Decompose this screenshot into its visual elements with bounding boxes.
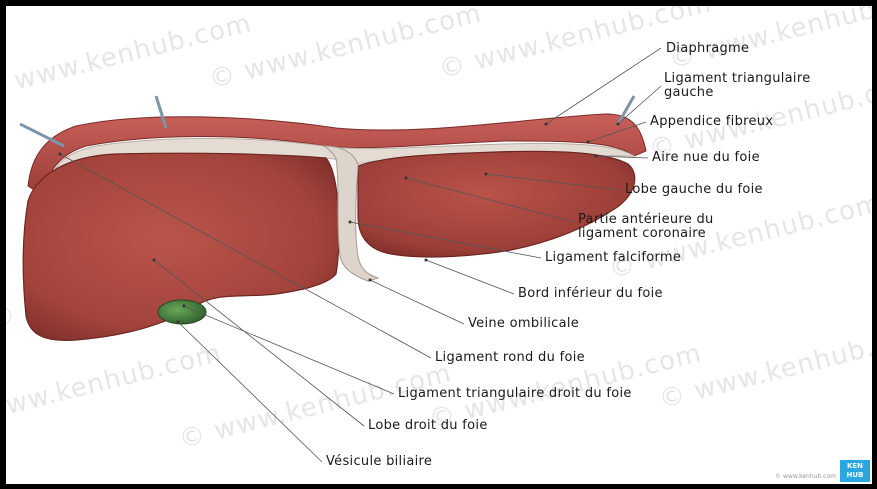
copyright-credit: © www.kenhub.com — [775, 473, 836, 480]
label-lobe-droit: Lobe droit du foie — [368, 419, 488, 433]
label-ligament-triangulaire-gauche: Ligament triangulaire gauche — [664, 72, 811, 100]
label-veine-ombilicale: Veine ombilicale — [468, 317, 579, 331]
illustration-canvas: © www.kenhub.com © www.kenhub.com © www.… — [6, 6, 872, 484]
label-bord-inferieur: Bord inférieur du foie — [518, 287, 663, 301]
label-lobe-gauche: Lobe gauche du foie — [625, 183, 763, 197]
label-aire-nue: Aire nue du foie — [652, 151, 760, 165]
left-lobe — [358, 151, 635, 257]
label-appendice-fibreux: Appendice fibreux — [650, 115, 773, 129]
label-partie-anterieure: Partie antérieure du ligament coronaire — [578, 213, 714, 241]
label-ligament-triangulaire-droit: Ligament triangulaire droit du foie — [398, 387, 632, 401]
label-diaphragme: Diaphragme — [666, 42, 749, 56]
label-vesicule-biliaire: Vésicule biliaire — [326, 455, 432, 469]
label-ligament-rond: Ligament rond du foie — [435, 351, 585, 365]
kenhub-logo: KEN HUB — [840, 460, 870, 482]
label-ligament-falciforme: Ligament falciforme — [545, 251, 681, 265]
